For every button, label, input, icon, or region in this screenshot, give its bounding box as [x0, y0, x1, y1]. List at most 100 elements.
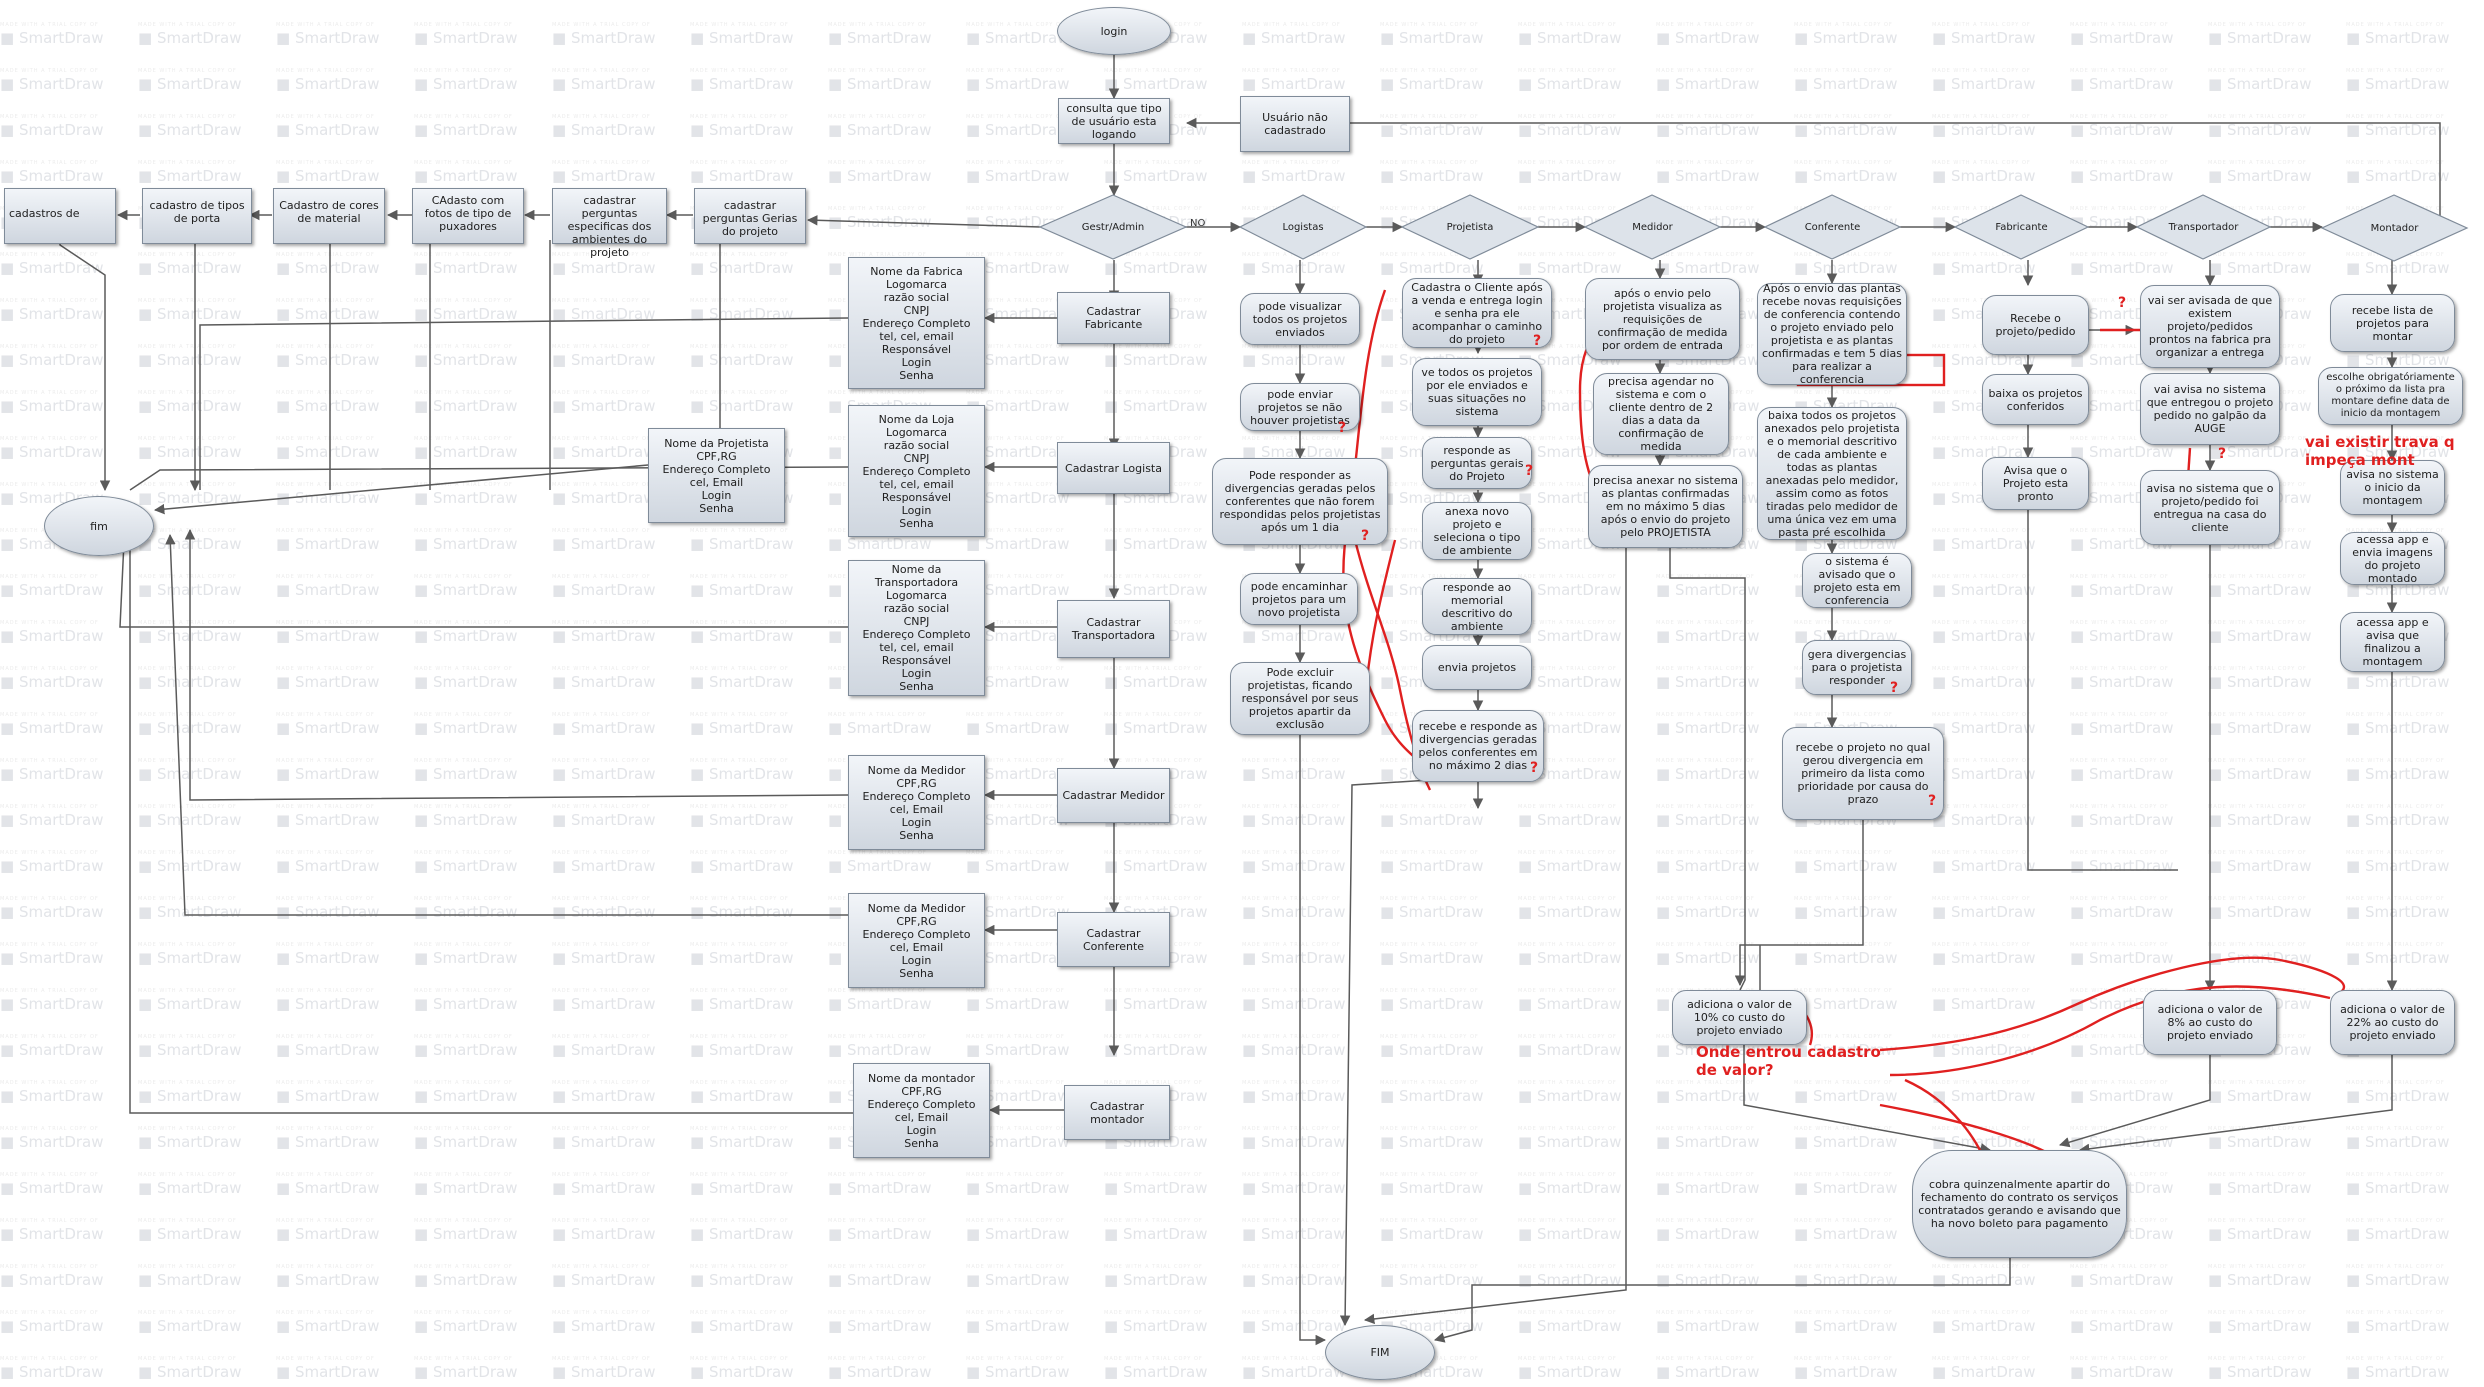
- projetista-recebe-div-label: recebe e responde as divergencias gerada…: [1418, 720, 1538, 772]
- logista-enviar-label: pode enviar projetos se não houver proje…: [1250, 387, 1350, 427]
- question-mark-9: ?: [2218, 446, 2227, 462]
- cadastrar-transportadora-label: Cadastrar Transportadora: [1071, 616, 1156, 642]
- transportador-avisa-casa-step: avisa no sistema que o projeto/pedido fo…: [2140, 470, 2280, 545]
- form-transportadora-text: Nome da Transportadora Logomarca razão s…: [862, 563, 971, 693]
- form-fabrica: Nome da Fabrica Logomarca razão social C…: [848, 257, 985, 389]
- logista-divergencias-label: Pode responder as divergencias geradas p…: [1219, 469, 1381, 534]
- transportador-avisa-step: vai avisa no sistema que entregou o proj…: [2140, 373, 2280, 445]
- logista-encaminhar-step: pode encaminhar projetos para um novo pr…: [1240, 573, 1358, 625]
- conferente-gera-label: gera divergencias para o projetista resp…: [1807, 648, 1907, 687]
- montador-acessa-app-fotos-step: acessa app e envia imagens do projeto mo…: [2340, 532, 2445, 585]
- tipos-porta-label: cadastro de tipos de porta: [149, 199, 245, 225]
- conferente-baixa-label: baixa todos os projetos anexados pelo pr…: [1764, 408, 1900, 539]
- form-montador: Nome da montador CPF,RG Endereço Complet…: [853, 1063, 990, 1158]
- decision-projetista: Projetista: [1400, 194, 1540, 260]
- cadastrar-fabricante-step: Cadastrar Fabricante: [1057, 292, 1170, 344]
- conferente-gera-step: gera divergencias para o projetista resp…: [1802, 640, 1912, 695]
- logista-excluir-label: Pode excluir projetistas, ficando respon…: [1241, 666, 1359, 731]
- transportador-avisada-label: vai ser avisada de que existem projeto/p…: [2147, 294, 2273, 359]
- logista-divergencias-step: Pode responder as divergencias geradas p…: [1212, 458, 1388, 545]
- form-conferente-text: Nome da Medidor CPF,RG Endereço Completo…: [862, 901, 971, 980]
- montador-acessa-app-final-label: acessa app e avisa que finalizou a monta…: [2356, 616, 2429, 668]
- perguntas-gerais-step: cadastrar perguntas Gerias do projeto: [694, 188, 806, 244]
- usuario-nao-cadastrado-label: Usuário não cadastrado: [1262, 111, 1328, 137]
- transportador-avisada-step: vai ser avisada de que existem projeto/p…: [2140, 285, 2280, 368]
- decision-montador: Montador: [2320, 194, 2469, 262]
- logista-enviar-step: pode enviar projetos se não houver proje…: [1240, 383, 1360, 431]
- conferente-avisado-step: o sistema é avisado que o projeto esta e…: [1802, 553, 1912, 608]
- form-conferente: Nome da Medidor CPF,RG Endereço Completo…: [848, 893, 985, 988]
- form-montador-text: Nome da montador CPF,RG Endereço Complet…: [867, 1071, 976, 1150]
- cadastrar-logista-label: Cadastrar Logista: [1065, 461, 1162, 475]
- custo-transportador-label: adiciona o valor de 8% ao custo do proje…: [2157, 1003, 2263, 1042]
- custo-medidor-label: adiciona o valor de 10% co custo do proj…: [1687, 998, 1792, 1037]
- cadastros-de-step: cadastros de: [4, 188, 116, 244]
- form-medidor: Nome da Medidor CPF,RG Endereço Completo…: [848, 755, 985, 850]
- login-terminal: login: [1057, 7, 1171, 55]
- montador-avisa-inicio-label: avisa no sistema o inicio da montagem: [2346, 468, 2439, 507]
- conferente-baixa-step: baixa todos os projetos anexados pelo pr…: [1757, 407, 1907, 540]
- question-mark-3: ?: [1361, 528, 1370, 544]
- annotation-trava: vai existir trava q impeça mont: [2305, 433, 2455, 469]
- projetista-memorial-label: responde ao memorial descritivo do ambie…: [1441, 580, 1513, 633]
- fabricante-baixa-label: baixa os projetos conferidos: [1988, 386, 2083, 413]
- perguntas-especificas-step: cadastrar perguntas especificas dos ambi…: [552, 188, 667, 259]
- question-mark-4: ?: [1525, 463, 1534, 479]
- projetista-envia-step: envia projetos: [1422, 645, 1532, 690]
- annotation-cadastro-valor: Onde entrou cadastro de valor?: [1696, 1043, 1881, 1079]
- fim-bottom-terminal: FIM: [1325, 1325, 1435, 1380]
- cadastrar-medidor-label: Cadastrar Medidor: [1062, 789, 1165, 802]
- transportador-avisa-label: vai avisa no sistema que entregou o proj…: [2146, 383, 2274, 435]
- cadastrar-fabricante-label: Cadastrar Fabricante: [1084, 305, 1143, 331]
- montador-recebe-lista-label: recebe lista de projetos para montar: [2351, 303, 2434, 343]
- fim-left-label: fim: [90, 519, 108, 533]
- decision-gestr-admin-label: Gestr/Admin: [1081, 221, 1145, 233]
- cadastrar-montador-step: Cadastrar montador: [1064, 1085, 1170, 1140]
- fim-left-terminal: fim: [44, 496, 154, 556]
- cobra-step: cobra quinzenalmente apartir do fechamen…: [1912, 1150, 2127, 1258]
- decision-conferente: Conferente: [1763, 194, 1902, 260]
- custo-montador-label: adiciona o valor de 22% ao custo do proj…: [2340, 1003, 2445, 1042]
- decision-projetista-label: Projetista: [1446, 221, 1494, 233]
- medidor-anexar-label: precisa anexar no sistema as plantas con…: [1593, 474, 1738, 539]
- perguntas-especificas-label: cadastrar perguntas especificas dos ambi…: [567, 194, 652, 259]
- fim-bottom-label: FIM: [1370, 1346, 1390, 1359]
- form-projetista: Nome da Projetista CPF,RG Endereço Compl…: [648, 428, 785, 523]
- decision-fabricante-label: Fabricante: [1995, 221, 2048, 233]
- projetista-memorial-step: responde ao memorial descritivo do ambie…: [1422, 578, 1532, 635]
- fabricante-avisa-step: Avisa que o Projeto esta pronto: [1982, 457, 2089, 510]
- conferente-avisado-label: o sistema é avisado que o projeto esta e…: [1813, 554, 1901, 607]
- montador-acessa-app-fotos-label: acessa app e envia imagens do projeto mo…: [2352, 532, 2433, 585]
- fabricante-avisa-label: Avisa que o Projeto esta pronto: [2002, 464, 2069, 503]
- conferente-recebe-label: recebe o projeto no qual gerou divergenc…: [1795, 741, 1931, 806]
- cores-material-step: Cadastro de cores de material: [273, 188, 385, 244]
- fabricante-recebe-label: Recebe o projeto/pedido: [1995, 312, 2076, 338]
- custo-medidor-step: adiciona o valor de 10% co custo do proj…: [1672, 990, 1807, 1045]
- decision-fabricante: Fabricante: [1953, 194, 2090, 260]
- logista-encaminhar-label: pode encaminhar projetos para um novo pr…: [1250, 579, 1348, 619]
- cadastrar-medidor-step: Cadastrar Medidor: [1057, 768, 1170, 823]
- logista-visualizar-label: pode visualizar todos os projetos enviad…: [1252, 299, 1348, 339]
- decision-transportador-label: Transportador: [2168, 221, 2239, 233]
- question-mark-6: ?: [1890, 680, 1899, 696]
- cadastrar-transportadora-step: Cadastrar Transportadora: [1057, 600, 1170, 658]
- conferente-apos-envio-step: Após o envio das plantas recebe novas re…: [1757, 282, 1907, 386]
- fabricante-baixa-step: baixa os projetos conferidos: [1982, 374, 2089, 425]
- conferente-apos-envio-label: Após o envio das plantas recebe novas re…: [1762, 282, 1902, 386]
- projetista-responde-perguntas-label: responde as perguntas gerais do Projeto: [1430, 443, 1524, 483]
- projetista-ve-todos-step: ve todos os projetos por ele enviados e …: [1412, 358, 1542, 426]
- montador-escolhe-label: escolhe obrigatóriamente o próximo da li…: [2326, 372, 2455, 419]
- form-loja-text: Nome da Loja Logomarca razão social CNPJ…: [862, 412, 971, 530]
- decision-medidor-label: Medidor: [1632, 221, 1673, 233]
- conferente-recebe-step: recebe o projeto no qual gerou divergenc…: [1782, 727, 1944, 820]
- cadastrar-montador-label: Cadastrar montador: [1090, 1099, 1144, 1126]
- consulta-step: consulta que tipo de usuário esta logand…: [1058, 98, 1170, 144]
- montador-avisa-inicio-step: avisa no sistema o inicio da montagem: [2340, 460, 2445, 515]
- projetista-cadastra-step: Cadastra o Cliente após a venda e entreg…: [1402, 278, 1552, 348]
- decision-medidor: Medidor: [1583, 194, 1722, 260]
- form-projetista-text: Nome da Projetista CPF,RG Endereço Compl…: [662, 436, 771, 515]
- form-transportadora: Nome da Transportadora Logomarca razão s…: [848, 560, 985, 696]
- projetista-ve-todos-label: ve todos os projetos por ele enviados e …: [1421, 366, 1533, 418]
